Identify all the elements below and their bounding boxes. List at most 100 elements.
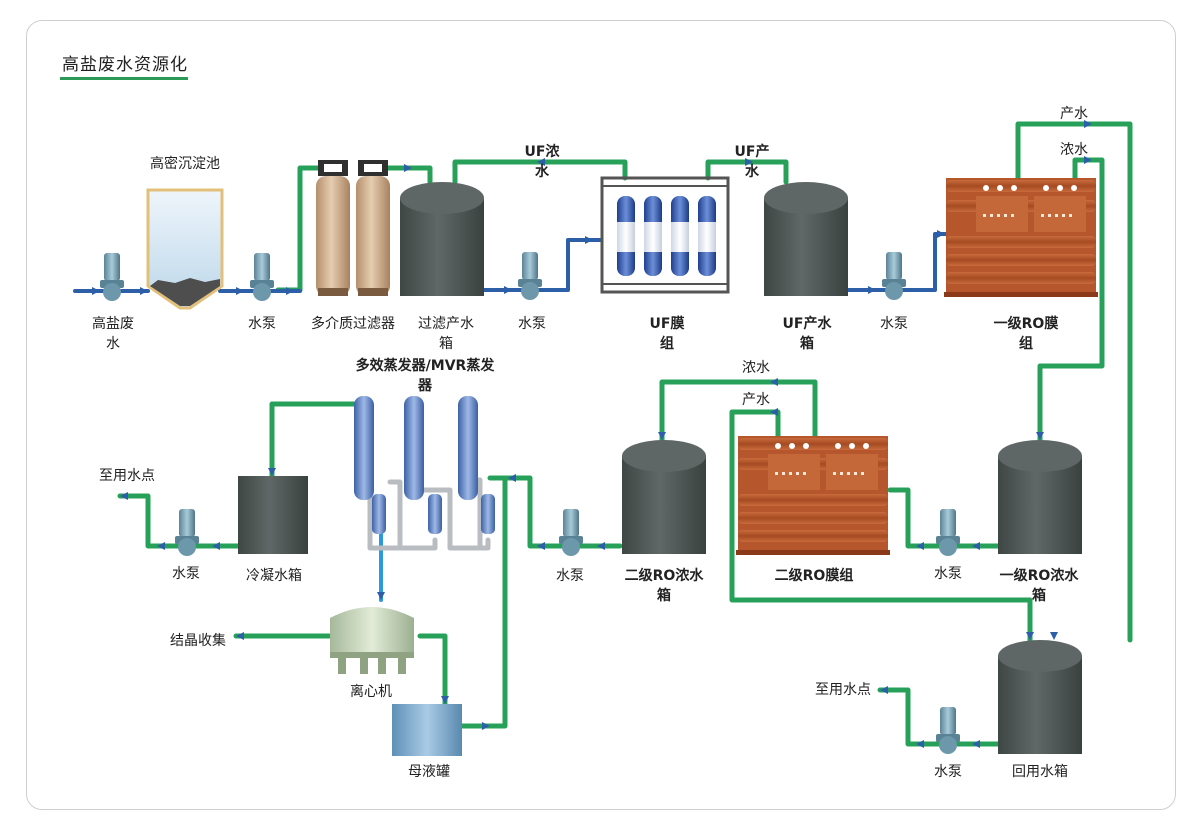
pipe-evap-grey (367, 477, 491, 551)
arrow-ro1-conc (1084, 156, 1092, 164)
pump-5 (936, 509, 960, 556)
arrow-condensate-in (268, 468, 276, 476)
label-use-point-1: 至用水点 (99, 468, 155, 484)
label-high-salt-water: 高盐废 水 (92, 316, 134, 352)
label-evaporator: 多效蒸发器/MVR蒸发 器 (355, 358, 495, 394)
arrow-use-point1 (120, 492, 128, 500)
arrow-to-pump7 (212, 542, 220, 550)
arrow-ro2-conc (770, 378, 778, 386)
sedimentation-tank (146, 188, 224, 310)
label-pump-3: 水泵 (518, 316, 546, 332)
label-uf-module: UF膜 组 (649, 316, 685, 352)
pipe-ro2conc-to-evap (487, 475, 623, 549)
label-centrifuge: 离心机 (350, 684, 392, 700)
condensate-tank (238, 476, 308, 554)
pump-2 (250, 253, 274, 301)
pump-1 (100, 253, 124, 301)
ro2-concentrate-tank (622, 440, 706, 554)
label-ro2-module: 二级RO膜组 (774, 568, 854, 584)
arrow-pump7-out (157, 542, 165, 550)
label-uf-concentrate: UF浓 水 (524, 144, 560, 180)
pipe-mother-to-evap (459, 475, 508, 729)
label-ro1-conc-tank: 一级RO浓水 箱 (999, 568, 1079, 604)
label-pump-5: 水泵 (934, 566, 962, 582)
pipe-ro2-conc (659, 379, 818, 443)
label-use-point-2: 至用水点 (815, 682, 871, 698)
label-uf-product-tank: UF产水 箱 (782, 316, 832, 352)
arrow-crystal (236, 632, 244, 640)
arrow-to-pump2 (236, 287, 244, 295)
ro2-module (736, 436, 890, 555)
diagram-frame (26, 20, 1176, 810)
multimedia-filter (316, 160, 390, 296)
arrow-to-pump8 (972, 740, 980, 748)
label-multimedia-filter: 多介质过滤器 (311, 316, 395, 332)
label-ro1-product: 产水 (1060, 106, 1088, 122)
pipe-ro1-conc (1037, 157, 1105, 443)
label-ro2-concentrate: 浓水 (742, 360, 770, 376)
arrow-to-pump5 (972, 542, 980, 550)
uf-membrane-2 (644, 196, 662, 276)
title-underline (60, 77, 188, 80)
arrow-to-pump4 (868, 286, 876, 294)
flow-arrows (92, 120, 1092, 748)
label-ro1-concentrate: 浓水 (1060, 142, 1088, 158)
label-pump-4: 水泵 (880, 316, 908, 332)
pipe-ro1-product-up (1015, 121, 1133, 643)
pipe-evap-to-condensate (269, 401, 361, 479)
uf-membrane-4 (698, 196, 716, 276)
arrow-pump8-out (916, 740, 924, 748)
ro1-module (944, 178, 1098, 297)
label-sedimentation-tank: 高密沉淀池 (150, 156, 220, 172)
uf-membrane-1 (617, 196, 635, 276)
pump-8 (936, 707, 960, 754)
arrow-uf-conc (537, 158, 545, 166)
label-pump-7: 水泵 (172, 566, 200, 582)
label-ro2-product: 产水 (742, 392, 770, 408)
arrow-ro2-product (770, 408, 778, 416)
arrow-to-reuse1 (1026, 632, 1034, 640)
arrow-centrifuge-in (377, 592, 385, 600)
mother-liquor-tank (392, 704, 462, 756)
label-reuse-tank: 回用水箱 (1012, 764, 1068, 780)
label-ro1-module: 一级RO膜 组 (993, 316, 1059, 352)
arrow-ro1-product (1084, 120, 1092, 128)
label-pump-8: 水泵 (934, 764, 962, 780)
arrow-ro1-conc-tank (1036, 432, 1044, 440)
label-mother-liquor-tank: 母液罐 (408, 764, 450, 780)
arrow-pump3-out (585, 236, 593, 244)
arrow-uf-product (745, 158, 753, 166)
arrow-to-reuse2 (1050, 632, 1058, 640)
centrifuge (330, 607, 414, 674)
uf-product-tank (764, 182, 848, 296)
arrow-filter-top (404, 164, 412, 172)
label-condensate-tank: 冷凝水箱 (246, 568, 302, 584)
reuse-water-tank (998, 640, 1082, 754)
arrow-to-pump3 (504, 286, 512, 294)
arrow-use-point2 (880, 686, 888, 694)
pipe-centrifuge-mother (417, 633, 448, 707)
arrow-pump4-out (937, 230, 945, 238)
label-pump-6: 水泵 (556, 568, 584, 584)
label-pump-2: 水泵 (248, 316, 276, 332)
arrow-to-evap (508, 474, 516, 482)
ro1-concentrate-tank (998, 440, 1082, 554)
arrow-pump5-out (916, 542, 924, 550)
arrow-ro2-conc-down (658, 432, 666, 440)
pump-4 (882, 252, 906, 300)
arrow-pump6-out (537, 542, 545, 550)
pump-7 (175, 509, 199, 556)
pump-6 (559, 509, 583, 556)
pump-3 (518, 252, 542, 300)
arrow-to-pump1 (140, 287, 148, 295)
uf-membrane-3 (671, 196, 689, 276)
filter-product-tank (400, 182, 484, 296)
label-ro2-conc-tank: 二级RO浓水 箱 (624, 568, 704, 604)
uf-module (600, 176, 730, 294)
arrow-to-pump6 (597, 542, 605, 550)
label-filter-product-tank: 过滤产水 箱 (418, 316, 474, 352)
evaporator (354, 396, 495, 534)
label-uf-product: UF产 水 (734, 144, 770, 180)
arrow-inlet (92, 287, 100, 295)
